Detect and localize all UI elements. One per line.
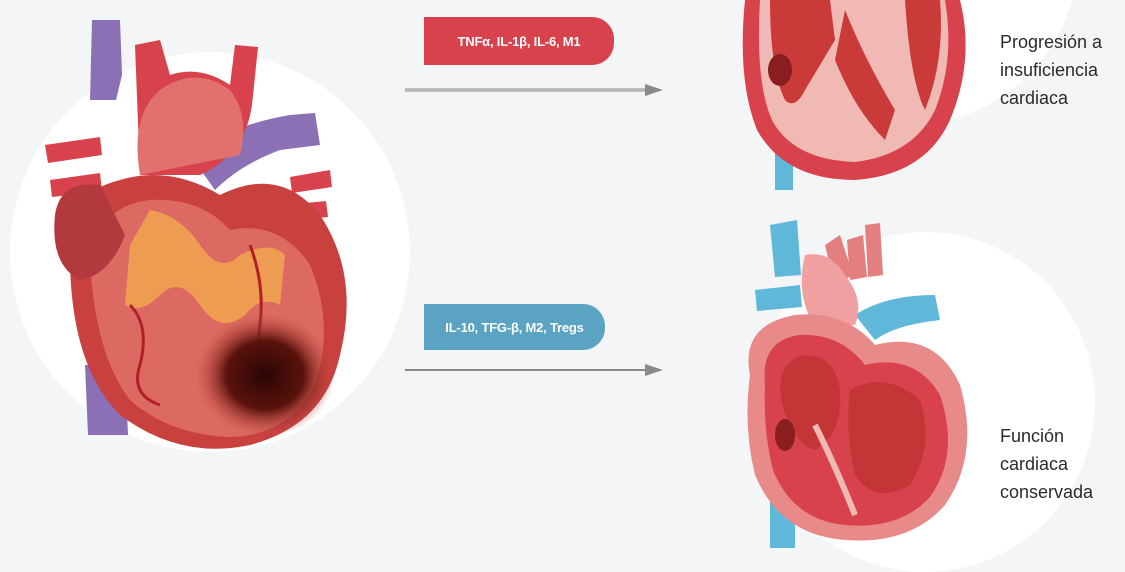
preserved-heart-section-icon (735, 215, 975, 548)
anti-inflammatory-label: IL-10, TFG-β, M2, Tregs (424, 304, 605, 350)
infarcted-heart-icon (30, 5, 370, 455)
outcome-line: insuficiencia (1000, 56, 1125, 84)
outcome-heart-failure: Progresión a insuficiencia cardiaca (1000, 28, 1125, 112)
outcome-line: Progresión a (1000, 28, 1125, 56)
outcome-line: cardiaca (1000, 84, 1125, 112)
outcome-preserved-function: Función cardiaca conservada (1000, 422, 1125, 506)
outcome-line: cardiaca (1000, 450, 1125, 478)
outcome-line: Función (1000, 422, 1125, 450)
outcome-line: conservada (1000, 478, 1125, 506)
pro-inflammatory-label: TNFα, IL-1β, IL-6, M1 (424, 17, 614, 65)
arrow-to-heart-failure (405, 80, 665, 100)
failing-heart-section-icon (735, 0, 970, 200)
arrow-to-preserved-function (405, 360, 665, 380)
